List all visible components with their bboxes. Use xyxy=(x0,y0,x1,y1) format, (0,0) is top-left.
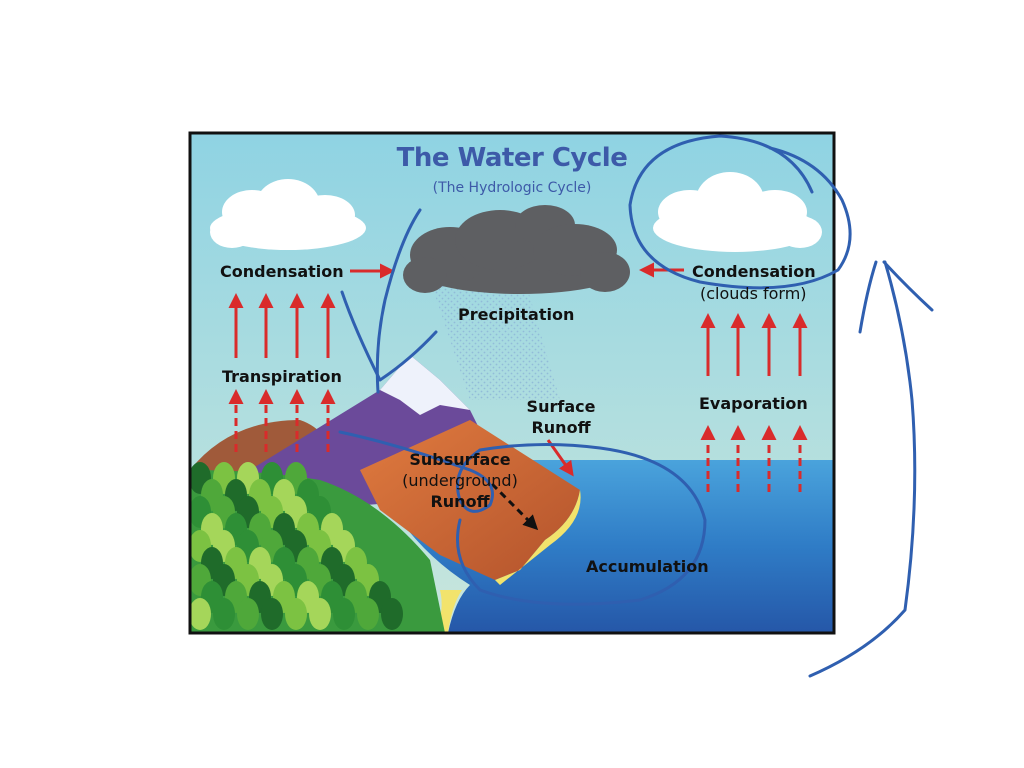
cloud-left xyxy=(210,179,366,250)
label-surface-runoff-line2: Runoff xyxy=(531,418,591,437)
annotation-up-arrow-right xyxy=(808,260,934,678)
annotation-arc-precip-right xyxy=(340,290,438,382)
rain-cloud xyxy=(403,205,630,294)
land-slab xyxy=(360,420,580,580)
tree-54 xyxy=(213,598,235,630)
transpiration-dashed-arrows xyxy=(228,389,336,452)
pen-annotations xyxy=(338,134,934,678)
arrow-subsurface-runoff xyxy=(490,482,539,531)
tree-56 xyxy=(261,598,283,630)
annotation-circle-cloud xyxy=(628,134,852,290)
label-subsurface-line1: Subsurface xyxy=(409,450,511,469)
tree-55 xyxy=(237,598,259,630)
tree-60 xyxy=(357,598,379,630)
transpiration-solid-arrows xyxy=(228,293,336,358)
label-clouds-form: (clouds form) xyxy=(700,284,807,303)
label-condensation-left: Condensation xyxy=(220,262,344,281)
evaporation-solid-arrows xyxy=(700,313,808,376)
forest-trees xyxy=(189,462,403,630)
rain-area xyxy=(430,280,560,400)
diagram-frame xyxy=(188,131,836,635)
tree-57 xyxy=(285,598,307,630)
tree-59 xyxy=(333,598,355,630)
evaporation-dashed-arrows xyxy=(700,425,808,492)
annotation-loop-runoff xyxy=(338,430,707,606)
label-accumulation: Accumulation xyxy=(586,557,709,576)
tree-58 xyxy=(309,598,331,630)
label-surface-runoff-line1: Surface xyxy=(526,397,596,416)
annotation-arc-precip-left xyxy=(375,208,422,394)
diagram-subtitle: (The Hydrologic Cycle) xyxy=(432,180,592,196)
tree-53 xyxy=(189,598,211,630)
label-condensation-right: Condensation xyxy=(692,262,816,281)
mountain-snowcap xyxy=(380,355,470,415)
label-subsurface-line2: (underground) xyxy=(402,471,518,490)
label-subsurface-line3: Runoff xyxy=(430,492,490,511)
label-evaporation: Evaporation xyxy=(699,394,808,413)
cloud-right xyxy=(653,172,822,252)
diagram-title: The Water Cycle xyxy=(396,143,628,173)
label-transpiration: Transpiration xyxy=(222,367,342,386)
tree-61 xyxy=(381,598,403,630)
label-precipitation: Precipitation xyxy=(458,305,575,324)
